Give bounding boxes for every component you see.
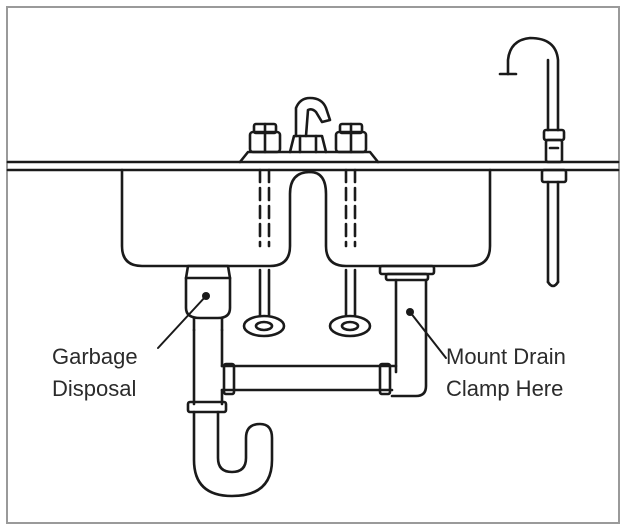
garbage-disposal-label-line2: Disposal [52,376,136,401]
garbage-disposal-label-line1: Garbage [52,344,138,369]
sink-faucet [238,96,380,164]
drain-clamp-leader-line [409,311,447,359]
garbage-disposal [184,264,232,332]
drain-clamp-marker [406,308,414,316]
garbage-disposal-leader-line [157,295,207,349]
continuous-waste-pipe [220,362,398,396]
countertop [6,160,620,172]
diagram-frame [6,6,620,524]
drain-clamp-label-line1: Mount Drain [446,344,566,369]
right-supply-line [328,168,372,338]
garbage-disposal-marker [202,292,210,300]
drinking-water-faucet [498,36,568,288]
drain-clamp-label-line2: Clamp Here [446,376,563,401]
right-drain-tailpiece [378,264,436,398]
left-sink-basin [120,168,312,268]
right-sink-basin [308,168,492,268]
p-trap [192,410,274,498]
disposal-drain-pipe [186,328,228,414]
left-supply-line [242,168,286,338]
